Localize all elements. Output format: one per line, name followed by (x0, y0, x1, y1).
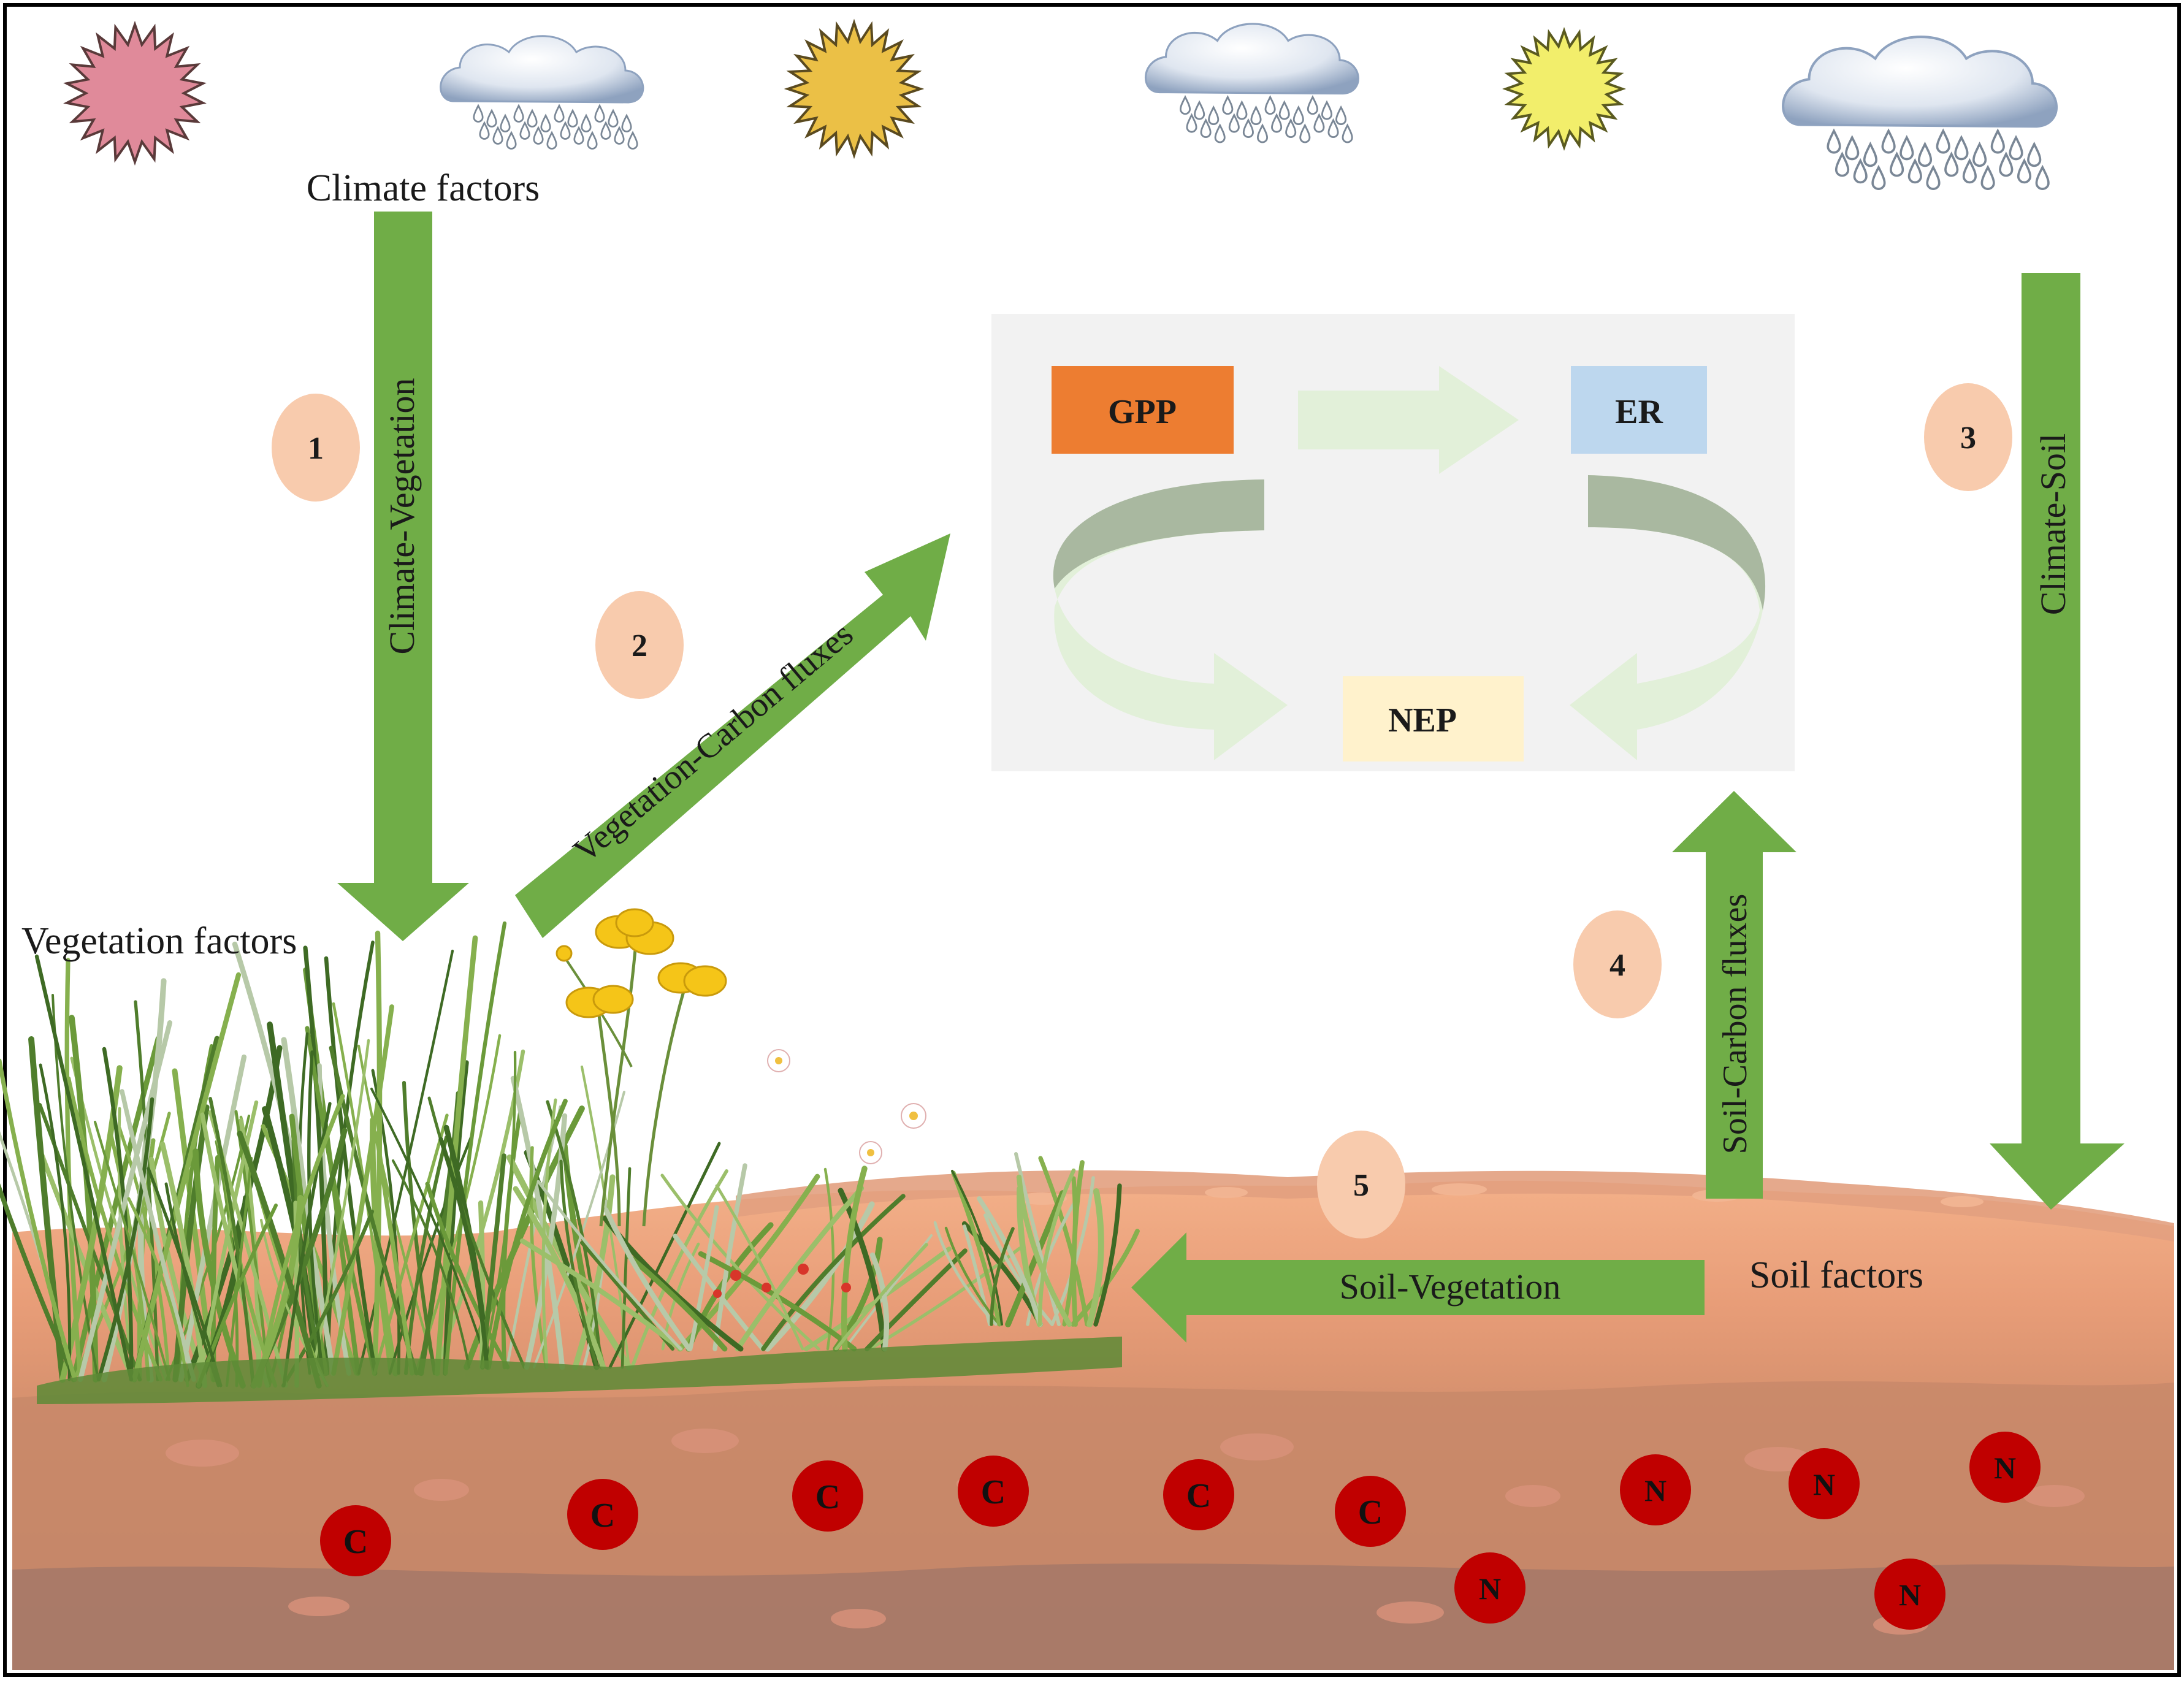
sun-icon-orange (784, 18, 925, 159)
soil-carbon-label: Soil-Carbon fluxes (1716, 894, 1754, 1154)
step-number: 4 (1609, 948, 1625, 983)
carbon-node: C (1335, 1476, 1406, 1547)
step-badge-1: 1 (272, 394, 360, 502)
nitrogen-symbol: N (1813, 1467, 1835, 1502)
step-number: 3 (1960, 421, 1976, 456)
daisy-icon (713, 1049, 926, 1298)
rain-cloud-icon-3 (1782, 36, 2058, 191)
er-box (1571, 366, 1707, 454)
gpp-to-nep-curved-arrow-shade (1053, 479, 1264, 589)
gpp-box (1052, 366, 1234, 454)
carbon-symbol: C (1186, 1477, 1211, 1515)
step-badge-5: 5 (1317, 1131, 1405, 1238)
nitrogen-symbol: N (1479, 1571, 1501, 1606)
step-badges: 1 2 3 4 5 (272, 383, 2012, 1238)
nitrogen-node: N (1620, 1454, 1691, 1525)
nep-box (1343, 676, 1524, 761)
carbon-symbol: C (1358, 1494, 1383, 1532)
sun-icon-pink (63, 20, 207, 166)
gpp-to-er-arrow (1298, 366, 1519, 474)
yellow-flower-icon (556, 908, 727, 1227)
nitrogen-nutrients: N N N N N (1454, 1432, 2041, 1630)
climate-vegetation-arrow: Climate-Vegetation (337, 212, 469, 941)
carbon-symbol: C (981, 1473, 1006, 1511)
vegetation-factors-label: Vegetation factors (21, 920, 297, 962)
er-to-nep-curved-arrow-shade (1588, 475, 1766, 610)
carbon-symbol: C (815, 1478, 840, 1516)
soil-vegetation-arrow: Soil-Vegetation (1131, 1232, 1705, 1343)
nitrogen-node: N (1969, 1432, 2041, 1503)
step-badge-4: 4 (1573, 910, 1662, 1018)
climate-factors-label: Climate factors (307, 167, 540, 209)
nep-label: NEP (1388, 701, 1457, 739)
step-number: 5 (1353, 1168, 1369, 1203)
nitrogen-node: N (1874, 1559, 1945, 1630)
carbon-node: C (1163, 1459, 1234, 1530)
er-label: ER (1615, 393, 1663, 431)
nitrogen-symbol: N (1899, 1578, 1921, 1612)
carbon-symbol: C (343, 1523, 368, 1561)
rain-cloud-icon-1 (440, 35, 644, 150)
nitrogen-symbol: N (1994, 1451, 2016, 1485)
step-number: 2 (632, 628, 647, 663)
carbon-symbol: C (590, 1497, 615, 1535)
soil-vegetation-label: Soil-Vegetation (1340, 1267, 1561, 1307)
sun-icon-yellow (1502, 27, 1626, 151)
carbon-node: C (567, 1479, 638, 1550)
carbon-flux-panel: GPP ER NEP (991, 314, 1795, 771)
step-number: 1 (308, 431, 324, 466)
soil-carbon-arrow: Soil-Carbon fluxes (1672, 791, 1796, 1199)
carbon-node: C (958, 1456, 1029, 1527)
gpp-label: GPP (1108, 393, 1177, 431)
climate-soil-arrow: Climate-Soil (1990, 273, 2125, 1210)
climate-soil-label: Climate-Soil (2033, 433, 2073, 615)
climate-vegetation-label: Climate-Vegetation (382, 378, 422, 655)
nitrogen-node: N (1789, 1448, 1860, 1519)
rain-cloud-icon-2 (1145, 23, 1359, 143)
nitrogen-symbol: N (1644, 1473, 1667, 1508)
step-badge-2: 2 (595, 591, 684, 699)
carbon-node: C (320, 1505, 391, 1576)
step-badge-3: 3 (1924, 383, 2012, 491)
carbon-nutrients: C C C C C C (320, 1456, 1406, 1576)
carbon-node: C (792, 1460, 863, 1532)
nitrogen-node: N (1454, 1552, 1525, 1624)
vegetation-illustration (0, 908, 1140, 1404)
soil-factors-label: Soil factors (1749, 1254, 1923, 1296)
